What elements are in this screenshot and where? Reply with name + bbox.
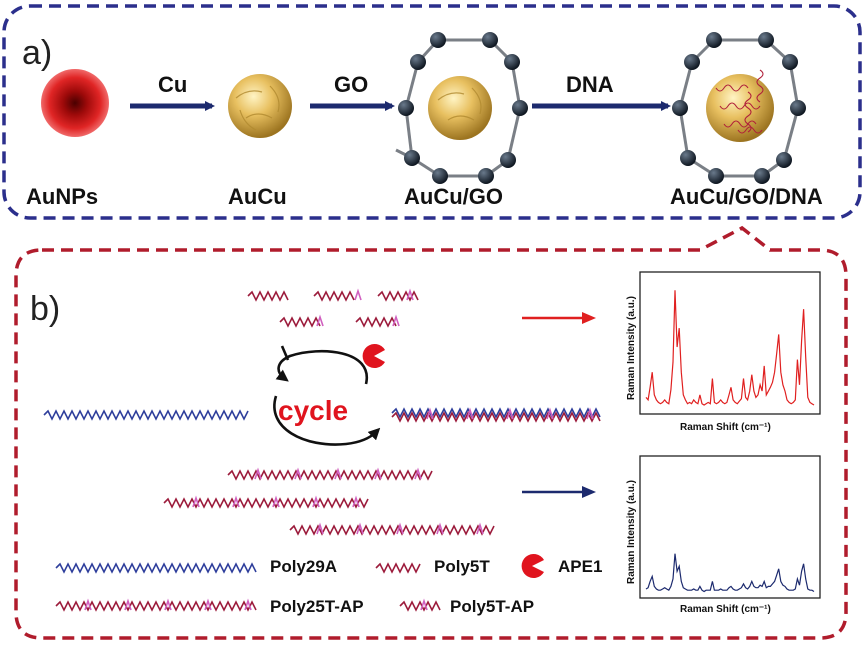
spectrum-line-red <box>645 290 815 406</box>
legend-ape1-icon <box>521 553 544 578</box>
legend-poly29a-strand <box>55 562 257 574</box>
chart-frame <box>639 455 821 599</box>
panel-b-border <box>14 225 848 640</box>
legend-label-poly25t-ap: Poly25T-AP <box>270 597 364 616</box>
arrow-label-dna: DNA <box>566 72 614 97</box>
stage-label-aucu-go: AuCu/GO <box>404 184 503 209</box>
panel-a-border <box>2 4 862 220</box>
chart-y-label: Raman Intensity (a.u.) <box>626 296 637 400</box>
arrow-label-go: GO <box>334 72 368 97</box>
legend-ap-site-mark <box>420 598 428 611</box>
panel-b: b) cycle Raman Intensity (a.u.) Raman Sh… <box>14 225 848 640</box>
ap-site-mark <box>476 522 484 535</box>
ap-site-mark <box>546 407 554 420</box>
poly29a-strand <box>43 409 249 421</box>
legend-ap-site-mark <box>124 598 132 611</box>
panel-b-label: b) <box>30 290 60 328</box>
ap-site-mark <box>392 314 400 327</box>
chart-y-label: Raman Intensity (a.u.) <box>626 480 637 584</box>
legend-ap-site-mark <box>84 598 92 611</box>
ap-site-mark <box>426 407 434 420</box>
ap-site-mark <box>272 495 280 508</box>
cycle-label: cycle <box>278 395 348 426</box>
stage-label-aucu: AuCu <box>228 184 287 209</box>
legend-ap-site-mark <box>244 598 252 611</box>
legend-label-poly5t-ap: Poly5T-AP <box>450 597 534 616</box>
raman-chart-blue: Raman Intensity (a.u.) Raman Shift (cm⁻¹… <box>626 455 821 615</box>
poly25t-ap-strand <box>289 524 495 536</box>
aunp-sphere <box>41 69 109 137</box>
panel-a-label: a) <box>22 34 52 72</box>
ap-site-mark <box>312 495 320 508</box>
ap-site-mark <box>436 522 444 535</box>
ap-site-mark <box>414 467 422 480</box>
chart-x-label: Raman Shift (cm⁻¹) <box>680 604 771 615</box>
raman-chart-red: Raman Intensity (a.u.) Raman Shift (cm⁻¹… <box>626 271 821 433</box>
stage-label-aucu-go-dna: AuCu/GO/DNA <box>670 184 823 209</box>
ap-site-mark <box>506 407 514 420</box>
poly5t-ap-strand <box>279 316 321 328</box>
ap-site-mark <box>466 407 474 420</box>
chart-x-label: Raman Shift (cm⁻¹) <box>680 422 771 433</box>
ap-site-mark <box>316 522 324 535</box>
poly5t-ap-strand <box>355 316 397 328</box>
cycle-arrows <box>273 345 381 446</box>
poly25t-ap-strand <box>391 411 601 423</box>
ap-site-mark <box>232 495 240 508</box>
ap-site-mark <box>316 314 324 327</box>
poly29a-strand <box>391 407 601 419</box>
ap-site-mark <box>294 467 302 480</box>
ap-site-mark <box>406 288 414 301</box>
legend-label-ape1: APE1 <box>558 557 602 576</box>
legend-label-poly5t: Poly5T <box>434 557 490 576</box>
poly5t-strand <box>247 290 289 302</box>
legend: Poly29A Poly5T APE1 Poly25T-AP Poly5T-AP <box>270 553 602 616</box>
poly5t-ap-strand <box>313 290 355 302</box>
ap-site-mark <box>374 467 382 480</box>
ap-site-mark <box>396 522 404 535</box>
legend-ap-site-mark <box>204 598 212 611</box>
aucu-particle <box>228 74 292 138</box>
ap-site-mark <box>354 288 362 301</box>
arrow-label-cu: Cu <box>158 72 187 97</box>
spectrum-line-blue <box>645 553 815 593</box>
ap-site-mark <box>352 495 360 508</box>
ap-site-mark <box>254 467 262 480</box>
dna-strand-group <box>43 288 601 612</box>
ap-site-mark <box>356 522 364 535</box>
aucu-go-graphene <box>395 32 528 184</box>
poly25t-ap-strand <box>227 469 433 481</box>
panel-a: a) <box>2 4 862 220</box>
legend-ap-site-mark <box>164 598 172 611</box>
legend-label-poly29a: Poly29A <box>270 557 337 576</box>
ap-site-mark <box>586 407 594 420</box>
ape1-enzyme-icon <box>362 344 385 368</box>
ap-site-mark <box>192 495 200 508</box>
stage-label-aunps: AuNPs <box>26 184 98 209</box>
legend-poly5t-ap-strand <box>399 600 441 612</box>
aucu-go-dna-graphene <box>672 32 806 184</box>
legend-poly5t-strand <box>375 562 421 574</box>
ap-site-mark <box>334 467 342 480</box>
